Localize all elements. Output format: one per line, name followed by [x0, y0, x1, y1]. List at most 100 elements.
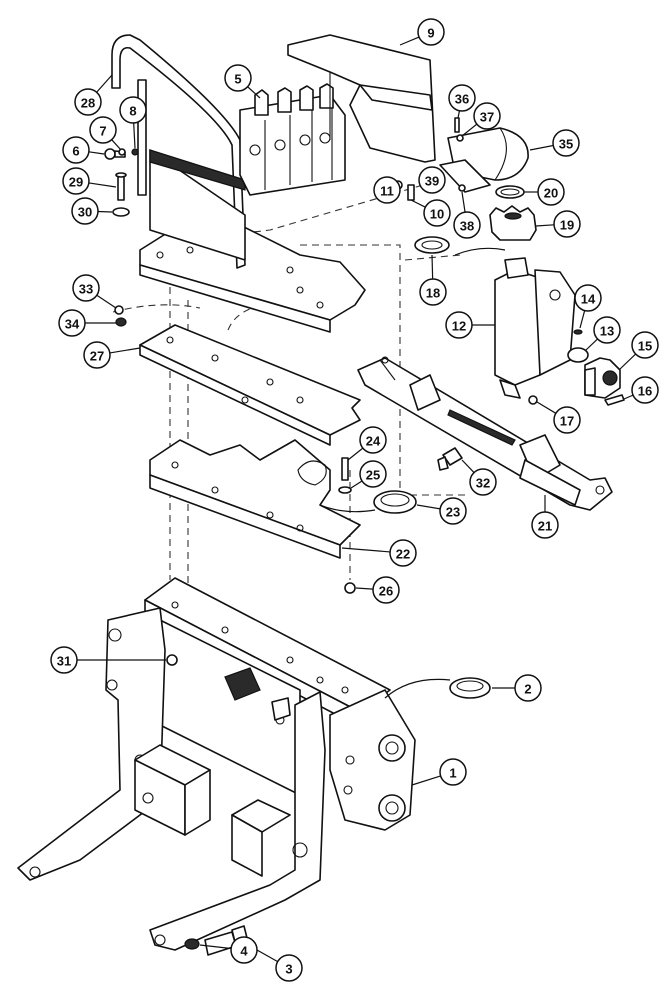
- callout-24: 24: [347, 426, 387, 461]
- callout-number: 4: [240, 944, 248, 959]
- callout-number: 36: [455, 92, 469, 107]
- screw-part-36: [454, 117, 460, 133]
- callout-circle: [62, 136, 90, 164]
- callout-circle: [473, 102, 501, 130]
- callout-13: 13: [585, 316, 621, 351]
- callout-number: 29: [69, 175, 83, 190]
- callout-28: 28: [74, 74, 113, 116]
- callout-leader-line: [199, 944, 232, 950]
- callout-circle: [62, 167, 90, 195]
- callout-number: 35: [559, 137, 573, 152]
- callout-5: 5: [224, 64, 261, 99]
- callout-number: 24: [366, 434, 381, 449]
- callout-leader-line: [350, 480, 363, 489]
- cover-part-9: [287, 34, 436, 163]
- callout-3: 3: [247, 944, 303, 982]
- callout-21: 21: [531, 495, 559, 539]
- callout-number: 17: [560, 414, 574, 429]
- callout-number: 10: [430, 207, 444, 222]
- callout-number: 3: [285, 962, 292, 977]
- housing-part-12: [494, 257, 576, 399]
- callout-circle: [89, 116, 117, 144]
- screw-part-38: [458, 184, 466, 192]
- callout-number: 28: [81, 96, 95, 111]
- callout-16: 16: [623, 376, 659, 404]
- callout-leader-line: [461, 459, 475, 474]
- callout-20: 20: [524, 178, 565, 206]
- bushing-part-13: [567, 347, 589, 363]
- main-frame-part-1: [17, 577, 416, 951]
- callout-30: 30: [71, 197, 113, 225]
- washer-part-30: [112, 207, 130, 217]
- upper-bracket-plate: [139, 224, 366, 333]
- callout-circle: [631, 376, 659, 404]
- bushing-part-2: [384, 677, 491, 699]
- callout-33: 33: [72, 274, 117, 309]
- washer-part-4: [184, 938, 200, 950]
- callout-circle: [448, 84, 476, 112]
- callout-circle: [514, 674, 542, 702]
- callout-circle: [230, 936, 258, 964]
- callout-circle: [537, 178, 565, 206]
- callout-leader-line: [399, 36, 420, 46]
- cylinder-part-21: [357, 356, 613, 511]
- callout-leader-line: [111, 139, 122, 151]
- callout-36: 36: [448, 84, 476, 119]
- callout-number: 26: [379, 584, 393, 599]
- nut-part-31: [166, 654, 178, 666]
- callout-circle: [445, 311, 473, 339]
- callout-leader-line: [88, 151, 105, 155]
- callout-34: 34: [58, 309, 116, 337]
- callout-number: 2: [524, 682, 531, 697]
- callout-circle: [71, 197, 99, 225]
- callout-leader-line: [529, 144, 554, 151]
- callout-leader-line: [623, 394, 634, 400]
- callout-23: 23: [416, 497, 467, 525]
- callout-number: 9: [427, 26, 434, 41]
- callout-circle: [275, 954, 303, 982]
- callout-number: 23: [446, 505, 460, 520]
- callout-26: 26: [355, 576, 400, 604]
- callout-circle: [553, 406, 581, 434]
- callout-circle: [389, 539, 417, 567]
- callout-leader-line: [341, 547, 391, 553]
- gear-part-19: [489, 205, 537, 241]
- snap-ring-part-20: [495, 185, 525, 199]
- callout-leader-line: [96, 294, 117, 309]
- callout-18: 18: [419, 254, 447, 306]
- callout-circle: [419, 278, 447, 306]
- callout-circle: [359, 426, 387, 454]
- callout-circle: [552, 129, 580, 157]
- callout-number: 34: [65, 317, 80, 332]
- callout-25: 25: [350, 460, 387, 489]
- callout-number: 7: [99, 124, 106, 139]
- callout-number: 38: [460, 219, 474, 234]
- callout-number: 15: [638, 339, 652, 354]
- callout-number: 18: [426, 286, 440, 301]
- callout-9: 9: [399, 18, 445, 46]
- callout-circle: [373, 176, 401, 204]
- callout-circle: [359, 460, 387, 488]
- callout-circle: [469, 468, 497, 496]
- callout-circle: [574, 284, 602, 312]
- callout-circle: [224, 64, 252, 92]
- callout-leader-line: [109, 347, 141, 354]
- nut-part-26: [344, 582, 356, 594]
- callout-leader-line: [461, 123, 478, 137]
- bracket-part-39: [439, 159, 491, 193]
- callout-circle: [631, 331, 659, 359]
- callout-leader-line: [133, 122, 136, 149]
- callout-8: 8: [119, 96, 147, 149]
- callout-number: 1: [449, 766, 456, 781]
- callout-number: 12: [452, 319, 466, 334]
- callout-number: 20: [544, 186, 558, 201]
- washer-part-8: [131, 148, 139, 156]
- callout-circle: [418, 166, 446, 194]
- callout-10: 10: [410, 199, 451, 227]
- callout-number: 25: [366, 468, 380, 483]
- callout-11: 11: [373, 176, 401, 204]
- callout-circle: [453, 211, 481, 239]
- callout-2: 2: [492, 674, 542, 702]
- callout-29: 29: [62, 167, 117, 195]
